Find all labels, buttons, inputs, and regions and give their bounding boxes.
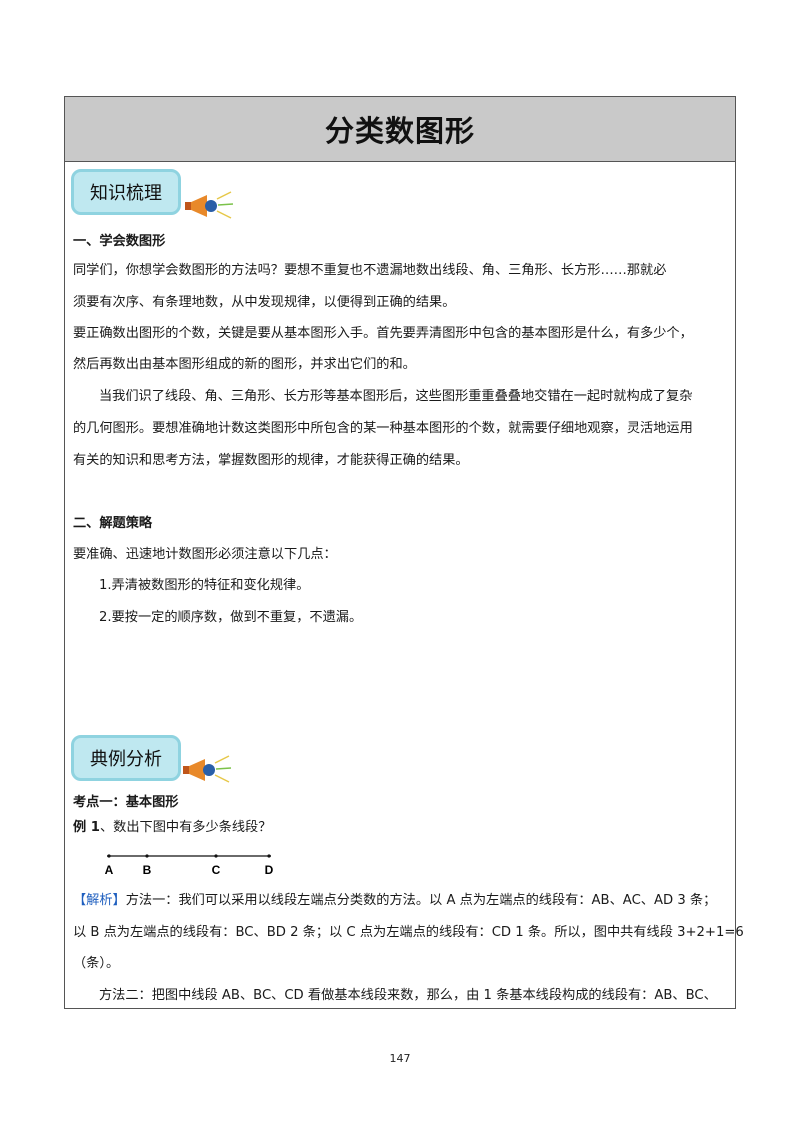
example-line: 例 1、数出下图中有多少条线段？: [73, 818, 731, 838]
page-number: 147: [389, 1052, 411, 1065]
point-b: [145, 854, 149, 858]
example-text: 、数出下图中有多少条线段？: [99, 820, 272, 835]
section-heading-2: 二、解题策略: [73, 516, 153, 531]
label-b: B: [143, 863, 152, 877]
paragraph-line: 要正确数出图形的个数，关键是要从基本图形入手。首先要弄清图形中包含的基本图形是什…: [73, 326, 693, 341]
list-item: 2.要按一定的顺序数，做到不重复，不遗漏。: [99, 610, 363, 625]
analysis-line: （条）。: [73, 956, 120, 971]
point-c: [214, 854, 218, 858]
megaphone-icon: [183, 755, 232, 783]
list-item: 1.弄清被数图形的特征和变化规律。: [99, 578, 310, 593]
paragraph-line: 要准确、迅速地计数图形必须注意以下几点：: [73, 547, 337, 562]
analysis-text: 方法一：我们可以采用以线段左端点分类数的方法。以 A 点为左端点的线段有：AB、…: [125, 893, 717, 908]
analysis-line: 方法二：把图中线段 AB、BC、CD 看做基本线段来数，那么，由 1 条基本线段…: [99, 988, 717, 1003]
paragraph-line: 的几何图形。要想准确地计数这类图形中所包含的某一种基本图形的个数，就需要仔细地观…: [73, 421, 693, 436]
analysis-line: 【解析】方法一：我们可以采用以线段左端点分类数的方法。以 A 点为左端点的线段有…: [73, 891, 731, 911]
paragraph-line: 同学们，你想学会数图形的方法吗？要想不重复也不遗漏地数出线段、角、三角形、长方形…: [73, 263, 667, 278]
analysis-tag: 【解析】: [73, 893, 126, 908]
paragraph-line: 须要有次序、有条理地数，从中发现规律，以便得到正确的结果。: [73, 295, 456, 310]
section-tag-examples: 典例分析: [71, 735, 181, 781]
section-tag-knowledge: 知识梳理: [71, 169, 181, 215]
page-title: 分类数图形: [65, 97, 735, 162]
analysis-line: 以 B 点为左端点的线段有：BC、BD 2 条；以 C 点为左端点的线段有：CD…: [73, 925, 744, 940]
point-heading: 考点一：基本图形: [73, 795, 179, 810]
label-c: C: [212, 863, 221, 877]
label-d: D: [265, 863, 274, 877]
point-d: [267, 854, 271, 858]
line-segment-figure: A B C D: [105, 854, 274, 877]
megaphone-icon: [185, 191, 234, 219]
point-a: [107, 854, 111, 858]
paragraph-line: 有关的知识和思考方法，掌握数图形的规律，才能获得正确的结果。: [73, 453, 469, 468]
example-label: 例 1: [73, 820, 100, 835]
section-heading-1: 一、学会数图形: [73, 234, 166, 249]
label-a: A: [105, 863, 114, 877]
paragraph-line: 然后再数出由基本图形组成的新的图形，并求出它们的和。: [73, 357, 416, 372]
worksheet-frame: 分类数图形 知识梳理 一、学会数图形 同学们，你想学会数图形的方法吗？要想不重复…: [64, 96, 744, 1009]
paragraph-line: 当我们识了线段、角、三角形、长方形等基本图形后，这些图形重重叠叠地交错在一起时就…: [99, 389, 693, 404]
